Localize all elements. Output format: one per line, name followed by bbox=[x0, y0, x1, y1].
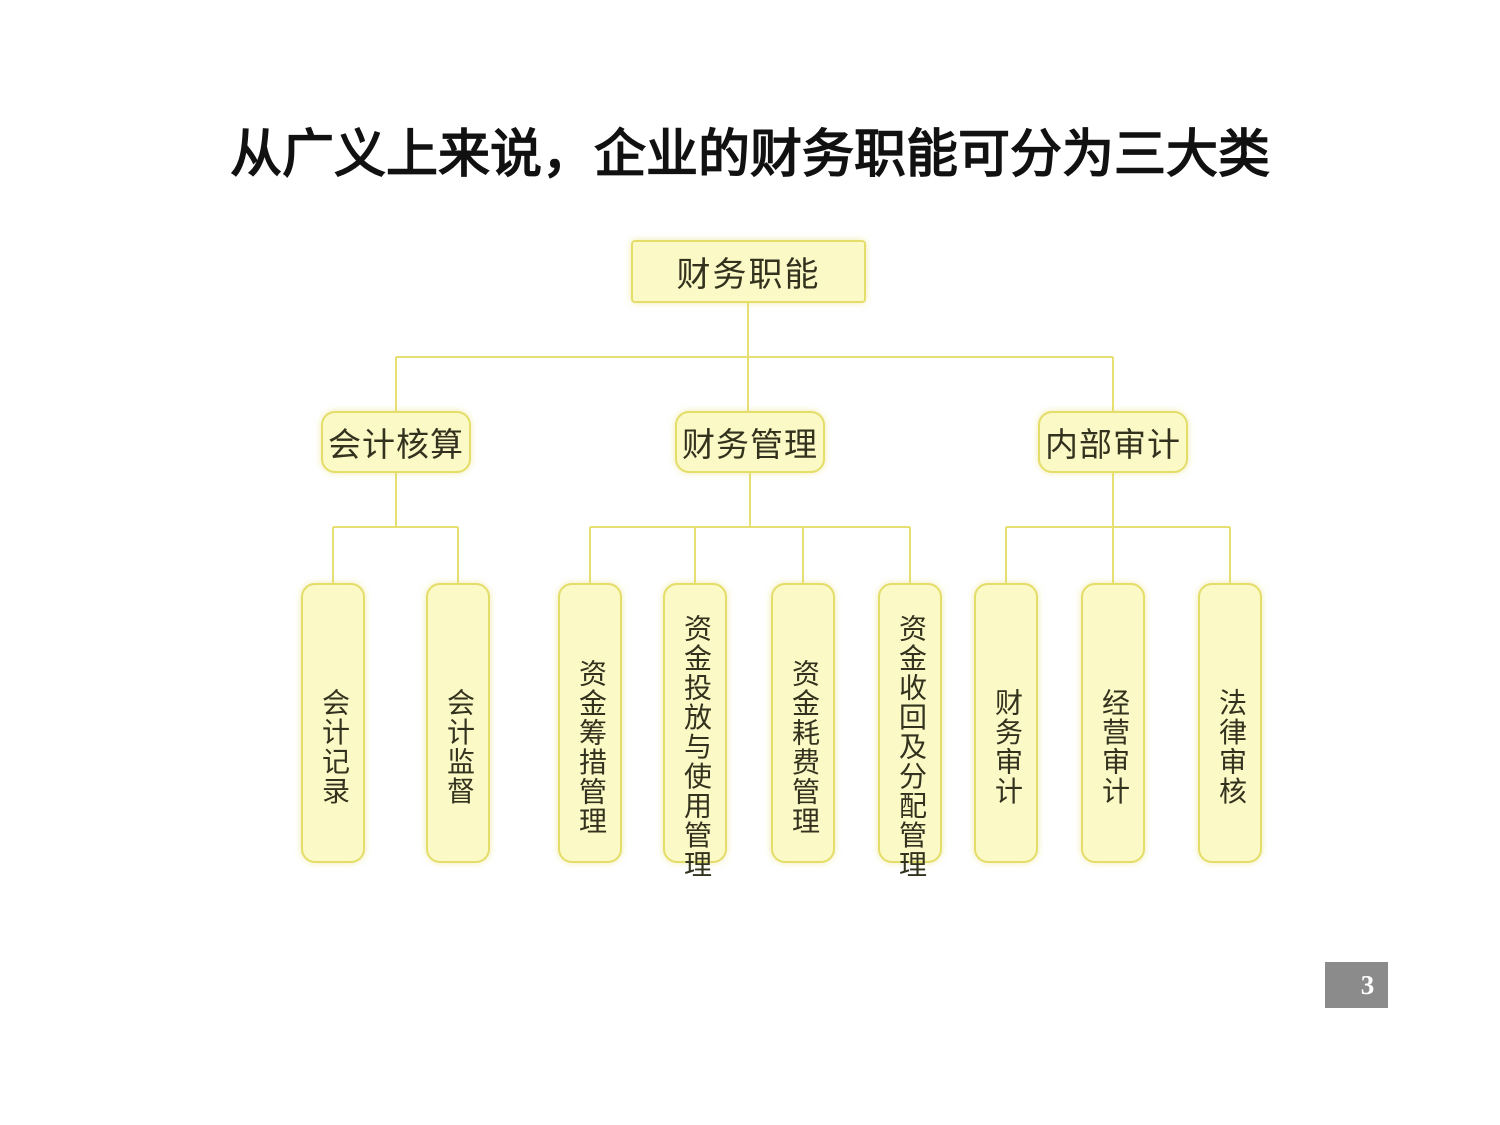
leaf-node-fund-investment-use-management: 资金投放与使用管理 bbox=[663, 583, 727, 880]
root-node-label: 财务职能 bbox=[676, 257, 821, 294]
leaf-node-accounting-records: 会计记录 bbox=[301, 583, 365, 863]
slide-title: 从广义上来说，企业的财务职能可分为三大类 bbox=[229, 126, 1270, 184]
branch-node-accounting: 会计核算 bbox=[321, 411, 471, 473]
root-node-financial-functions: 财务职能 bbox=[631, 240, 866, 303]
branch-node-label: 会计核算 bbox=[328, 428, 464, 464]
leaf-node-fund-raising-management: 资金筹措管理 bbox=[558, 583, 622, 863]
leaf-node-legal-review: 法律审核 bbox=[1198, 583, 1262, 863]
leaf-node-label: 资金耗费管理 bbox=[788, 658, 819, 836]
page-number: 3 bbox=[1360, 969, 1375, 1000]
leaf-node-fund-recovery-distribution-management: 资金收回及分配管理 bbox=[878, 583, 942, 880]
leaf-node-label: 法律审核 bbox=[1215, 688, 1246, 806]
leaf-node-label: 资金投放与使用管理 bbox=[680, 614, 711, 880]
leaf-node-label: 资金筹措管理 bbox=[575, 658, 606, 836]
leaf-node-label: 财务审计 bbox=[991, 688, 1022, 806]
leaf-node-label: 会计记录 bbox=[318, 688, 349, 806]
leaf-node-fund-consumption-management: 资金耗费管理 bbox=[771, 583, 835, 863]
leaf-node-financial-audit: 财务审计 bbox=[974, 583, 1038, 863]
leaf-node-accounting-supervision: 会计监督 bbox=[426, 583, 490, 863]
leaf-node-operational-audit: 经营审计 bbox=[1081, 583, 1145, 863]
leaf-node-label: 经营审计 bbox=[1098, 688, 1129, 806]
branch-node-internal-audit: 内部审计 bbox=[1038, 411, 1188, 473]
branch-node-label: 财务管理 bbox=[682, 428, 818, 464]
page-number-badge: 3 bbox=[1325, 962, 1388, 1008]
branch-node-label: 内部审计 bbox=[1045, 428, 1181, 464]
leaf-node-label: 会计监督 bbox=[443, 688, 474, 806]
leaf-node-label: 资金收回及分配管理 bbox=[895, 614, 926, 880]
branch-node-financial-management: 财务管理 bbox=[675, 411, 825, 473]
